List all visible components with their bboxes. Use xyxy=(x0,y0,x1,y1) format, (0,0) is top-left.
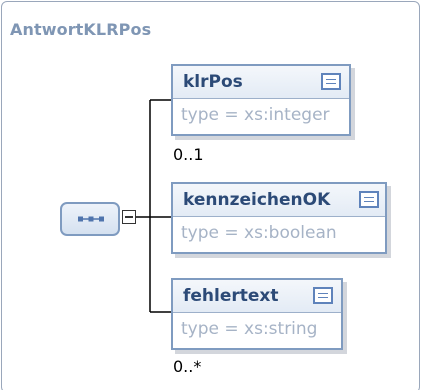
element-name: klrPos xyxy=(183,72,243,92)
sequence-icon xyxy=(78,216,104,222)
documentation-icon xyxy=(359,191,379,208)
documentation-icon xyxy=(313,287,333,304)
element-type: type = xs:boolean xyxy=(181,223,337,243)
element-header: klrPos xyxy=(173,66,349,99)
occurrence-label: 0..* xyxy=(173,357,202,376)
element-box-fehlertext[interactable]: fehlertext type = xs:string xyxy=(171,278,343,350)
complex-type-title: AntwortKLRPos xyxy=(10,20,152,39)
element-name: kennzeichenOK xyxy=(183,190,331,210)
element-header: kennzeichenOK xyxy=(173,184,385,217)
occurrence-label: 0..1 xyxy=(173,145,204,164)
element-type: type = xs:string xyxy=(181,319,318,339)
documentation-icon xyxy=(321,73,341,90)
element-box-klrpos[interactable]: klrPos type = xs:integer xyxy=(171,64,351,136)
element-box-kennzeichenok[interactable]: kennzeichenOK type = xs:boolean xyxy=(171,182,387,254)
element-name: fehlertext xyxy=(183,286,279,306)
element-type: type = xs:integer xyxy=(181,105,330,125)
collapse-toggle-button[interactable] xyxy=(122,210,136,224)
element-header: fehlertext xyxy=(173,280,341,313)
sequence-compositor[interactable] xyxy=(60,202,120,236)
